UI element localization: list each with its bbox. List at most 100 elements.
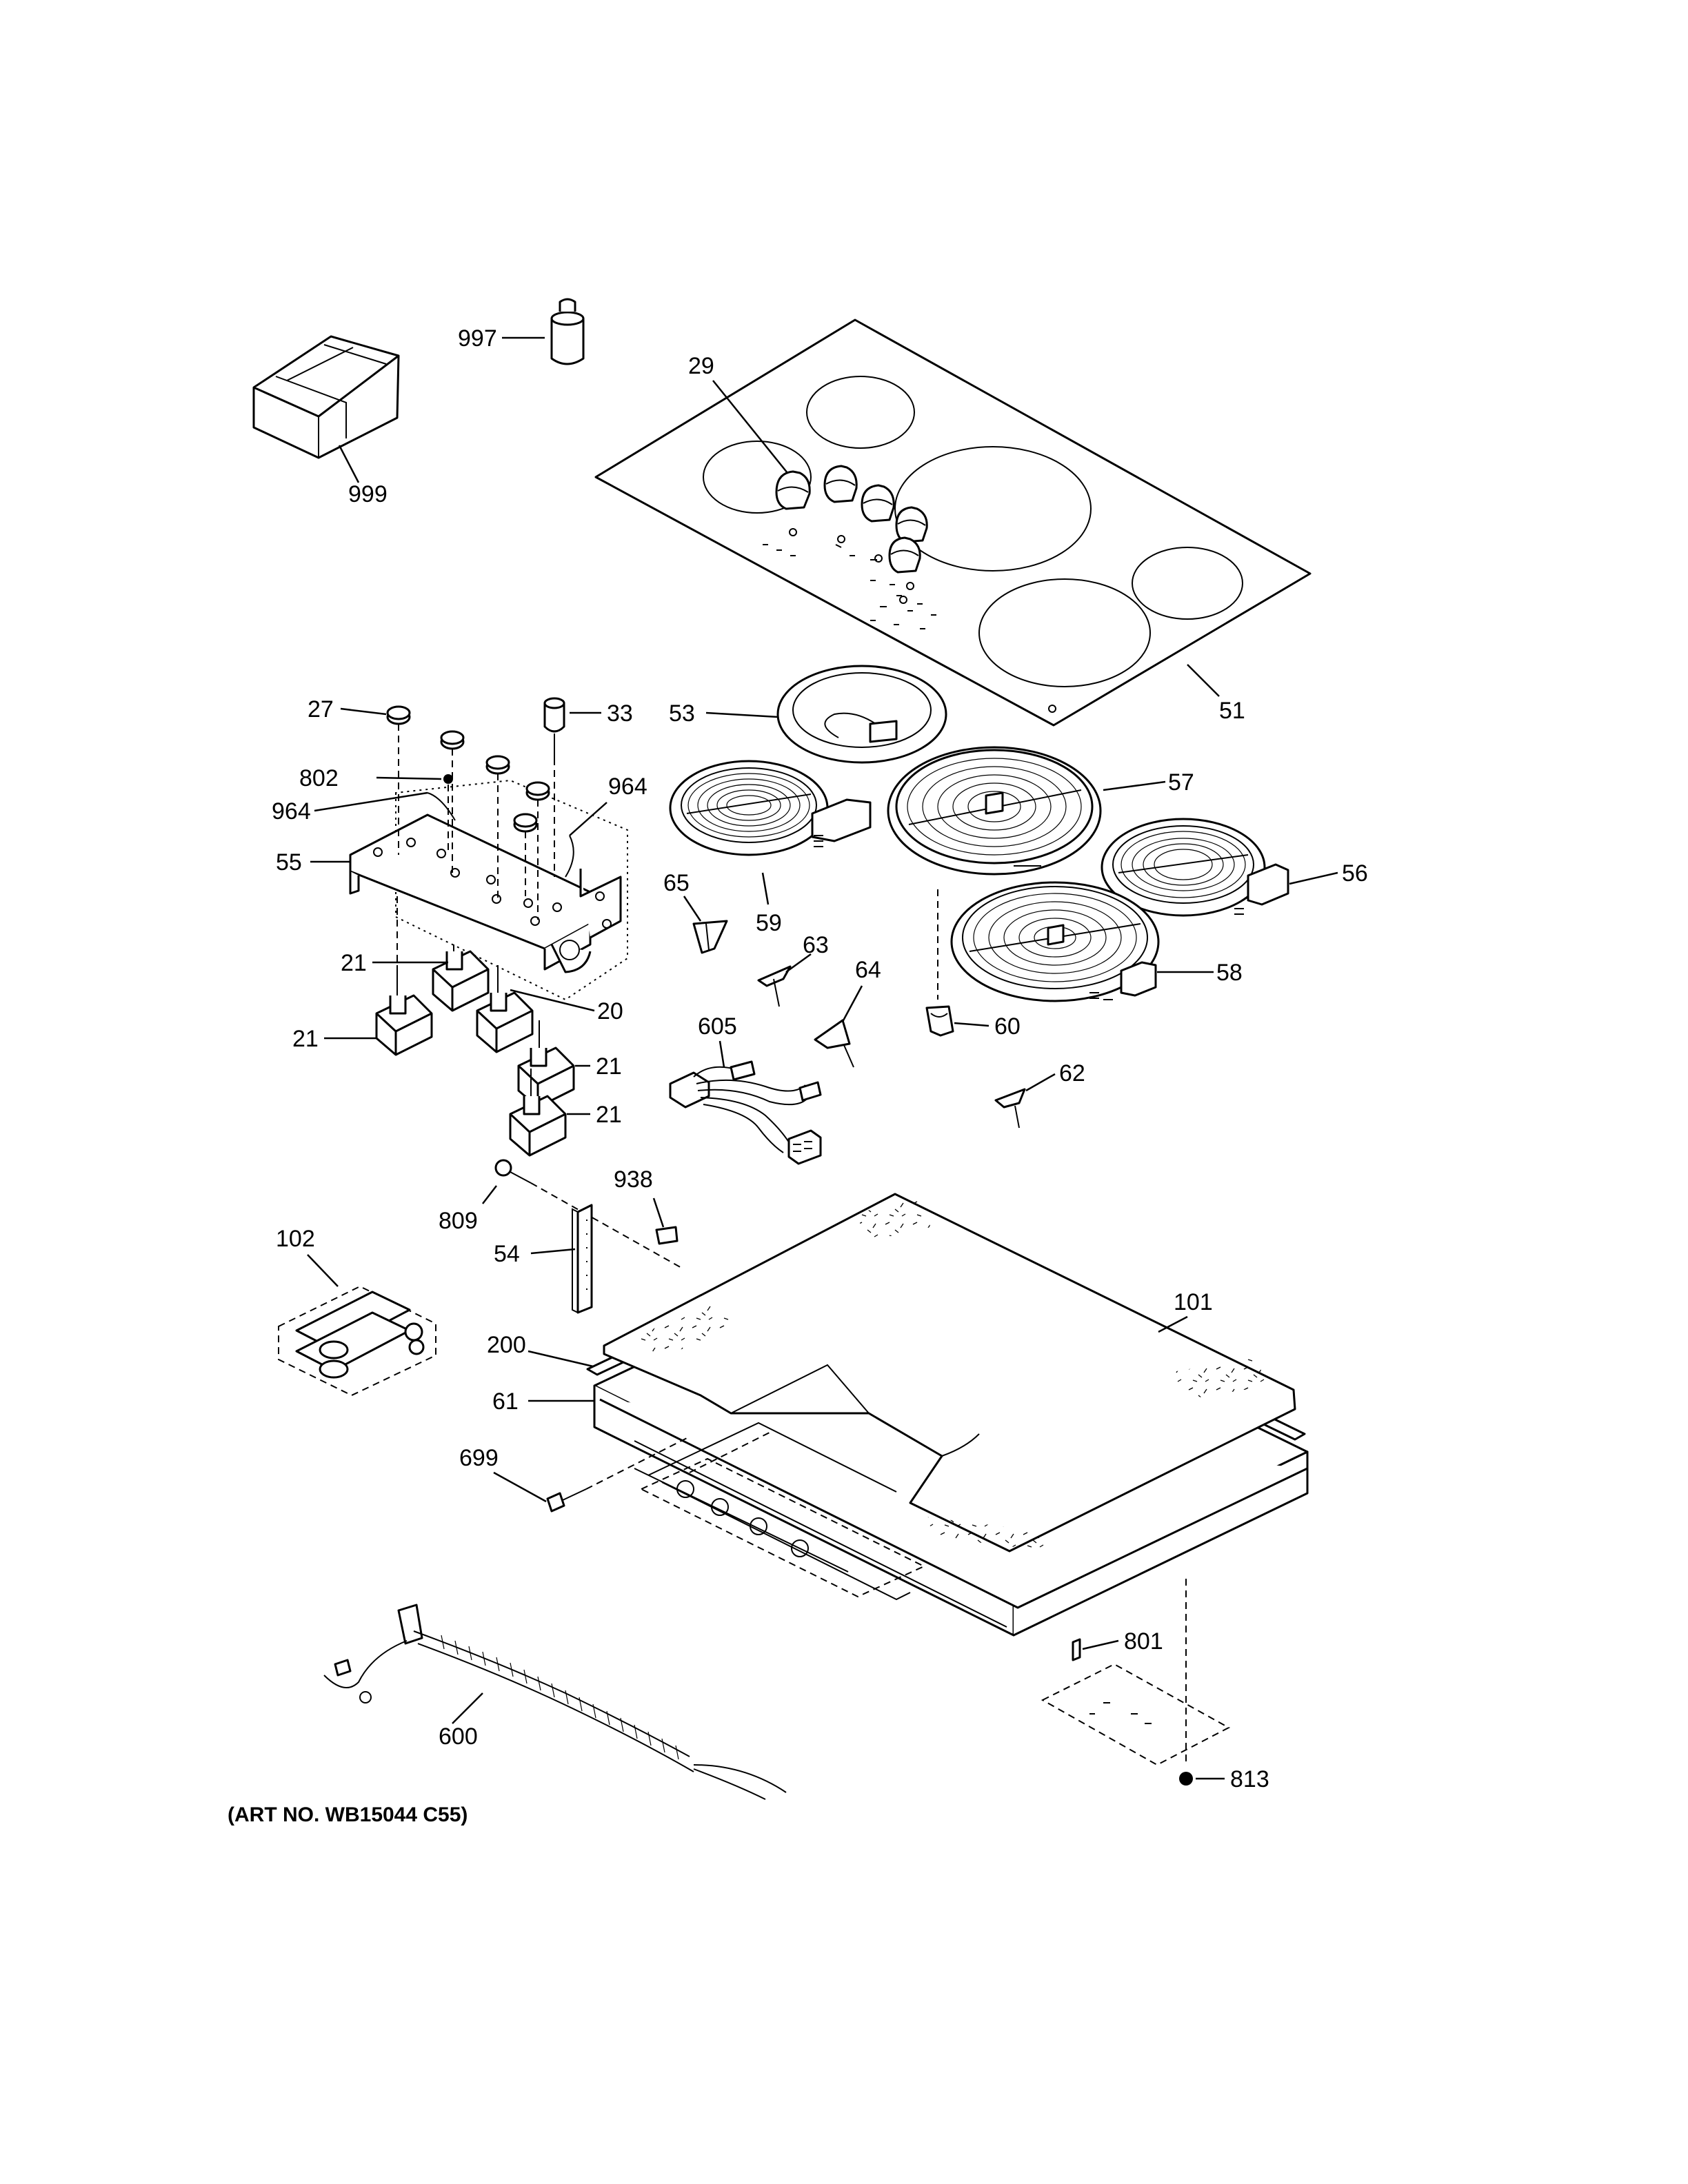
callout-21-a: 21 bbox=[341, 950, 367, 976]
callout-605: 605 bbox=[698, 1013, 737, 1040]
leader-51 bbox=[1187, 664, 1220, 697]
leader-938 bbox=[652, 1197, 665, 1228]
bracket-62 bbox=[994, 1088, 1026, 1129]
grommet-c bbox=[485, 755, 510, 775]
power-conduit bbox=[323, 1604, 787, 1800]
leader-801 bbox=[1082, 1639, 1119, 1650]
clip-60 bbox=[925, 1005, 954, 1037]
bracket-65 bbox=[692, 920, 728, 954]
callout-809: 809 bbox=[439, 1208, 478, 1234]
callout-64: 64 bbox=[855, 957, 881, 983]
knob-3 bbox=[861, 484, 895, 523]
grommet-d bbox=[525, 781, 550, 801]
callout-29: 29 bbox=[688, 353, 714, 379]
leader-964-right bbox=[569, 802, 607, 836]
leader-64 bbox=[841, 985, 863, 1022]
callout-999: 999 bbox=[348, 481, 388, 507]
leader-964-left bbox=[314, 791, 428, 812]
leader-200 bbox=[528, 1350, 594, 1368]
callout-58: 58 bbox=[1216, 960, 1243, 986]
leader-101 bbox=[1158, 1315, 1188, 1333]
callout-964-right: 964 bbox=[608, 774, 647, 800]
jumper-wire-left bbox=[427, 792, 456, 821]
screw-801 bbox=[1072, 1638, 1081, 1661]
callout-57: 57 bbox=[1168, 769, 1194, 796]
warming-element bbox=[776, 665, 947, 764]
insulation-101 bbox=[603, 1193, 1296, 1553]
screw-809 bbox=[494, 1159, 532, 1184]
callout-938: 938 bbox=[614, 1166, 653, 1193]
indicator-switch bbox=[543, 697, 565, 758]
callout-964-left: 964 bbox=[272, 798, 311, 825]
callout-21-d: 21 bbox=[596, 1102, 622, 1128]
surface-element-large bbox=[887, 746, 1102, 876]
grommets bbox=[386, 705, 550, 833]
callout-101: 101 bbox=[1174, 1289, 1213, 1315]
callout-802: 802 bbox=[299, 765, 339, 791]
leader-54 bbox=[530, 1248, 576, 1255]
leader-802 bbox=[376, 776, 442, 780]
knob-5 bbox=[888, 536, 921, 574]
cleaner-bottle bbox=[550, 298, 585, 365]
infinite-switches bbox=[375, 944, 575, 1157]
callout-600: 600 bbox=[439, 1723, 478, 1750]
callout-813: 813 bbox=[1230, 1766, 1269, 1792]
callout-699: 699 bbox=[459, 1445, 499, 1471]
wire-harness bbox=[669, 1060, 822, 1165]
literature-box bbox=[252, 335, 400, 459]
bracket-64 bbox=[814, 1019, 854, 1068]
knob-2 bbox=[823, 465, 858, 503]
callout-61: 61 bbox=[492, 1388, 519, 1415]
callout-20: 20 bbox=[597, 998, 623, 1024]
callout-801: 801 bbox=[1124, 1628, 1163, 1655]
leader-53 bbox=[705, 711, 778, 718]
surface-element-right bbox=[1101, 818, 1289, 917]
bottom-panel-dashed bbox=[639, 1457, 926, 1598]
callout-59: 59 bbox=[756, 910, 782, 936]
surface-element-dual bbox=[950, 881, 1160, 1002]
switch-a bbox=[375, 965, 433, 1056]
callout-51: 51 bbox=[1219, 698, 1245, 724]
knob-4 bbox=[895, 506, 928, 543]
mounting-bracket-54 bbox=[572, 1204, 593, 1314]
callout-21-c: 21 bbox=[596, 1053, 622, 1080]
switch-e bbox=[509, 1069, 567, 1157]
art-number-caption: (ART NO. WB15044 C55) bbox=[228, 1803, 468, 1826]
grommet-b bbox=[440, 730, 465, 750]
leader-57 bbox=[1103, 780, 1166, 791]
bracket-63 bbox=[757, 965, 792, 1007]
leader-62 bbox=[1025, 1073, 1056, 1092]
hardware-kit bbox=[278, 1285, 436, 1397]
screw-813 bbox=[1179, 1772, 1193, 1786]
callout-56: 56 bbox=[1342, 860, 1368, 887]
callout-55: 55 bbox=[276, 849, 302, 876]
callout-53: 53 bbox=[669, 700, 695, 727]
control-markings bbox=[763, 544, 936, 629]
glass-cooktop bbox=[594, 318, 1312, 727]
control-knobs bbox=[775, 465, 928, 604]
leader-60 bbox=[954, 1022, 989, 1027]
callout-62: 62 bbox=[1059, 1060, 1085, 1086]
knob-1 bbox=[775, 470, 811, 510]
callout-63: 63 bbox=[803, 932, 829, 958]
leader-56 bbox=[1289, 871, 1338, 885]
leader-999 bbox=[338, 445, 360, 483]
switch-c bbox=[476, 965, 534, 1053]
leader-600 bbox=[452, 1692, 483, 1724]
callout-33: 33 bbox=[607, 700, 633, 727]
grommet-a bbox=[386, 705, 411, 725]
callout-54: 54 bbox=[494, 1241, 520, 1267]
jumper-wire-right bbox=[565, 835, 574, 878]
switch-b bbox=[432, 944, 490, 1012]
leader-59 bbox=[761, 872, 770, 905]
callout-21-b: 21 bbox=[292, 1026, 319, 1052]
terminal-bracket bbox=[1041, 1663, 1231, 1766]
leader-699 bbox=[493, 1471, 547, 1503]
leader-20 bbox=[510, 989, 595, 1012]
grommet-e bbox=[513, 813, 538, 833]
callout-27: 27 bbox=[308, 696, 334, 722]
screw-802 bbox=[443, 774, 453, 784]
leader-63 bbox=[785, 953, 812, 973]
leader-29 bbox=[712, 380, 788, 474]
